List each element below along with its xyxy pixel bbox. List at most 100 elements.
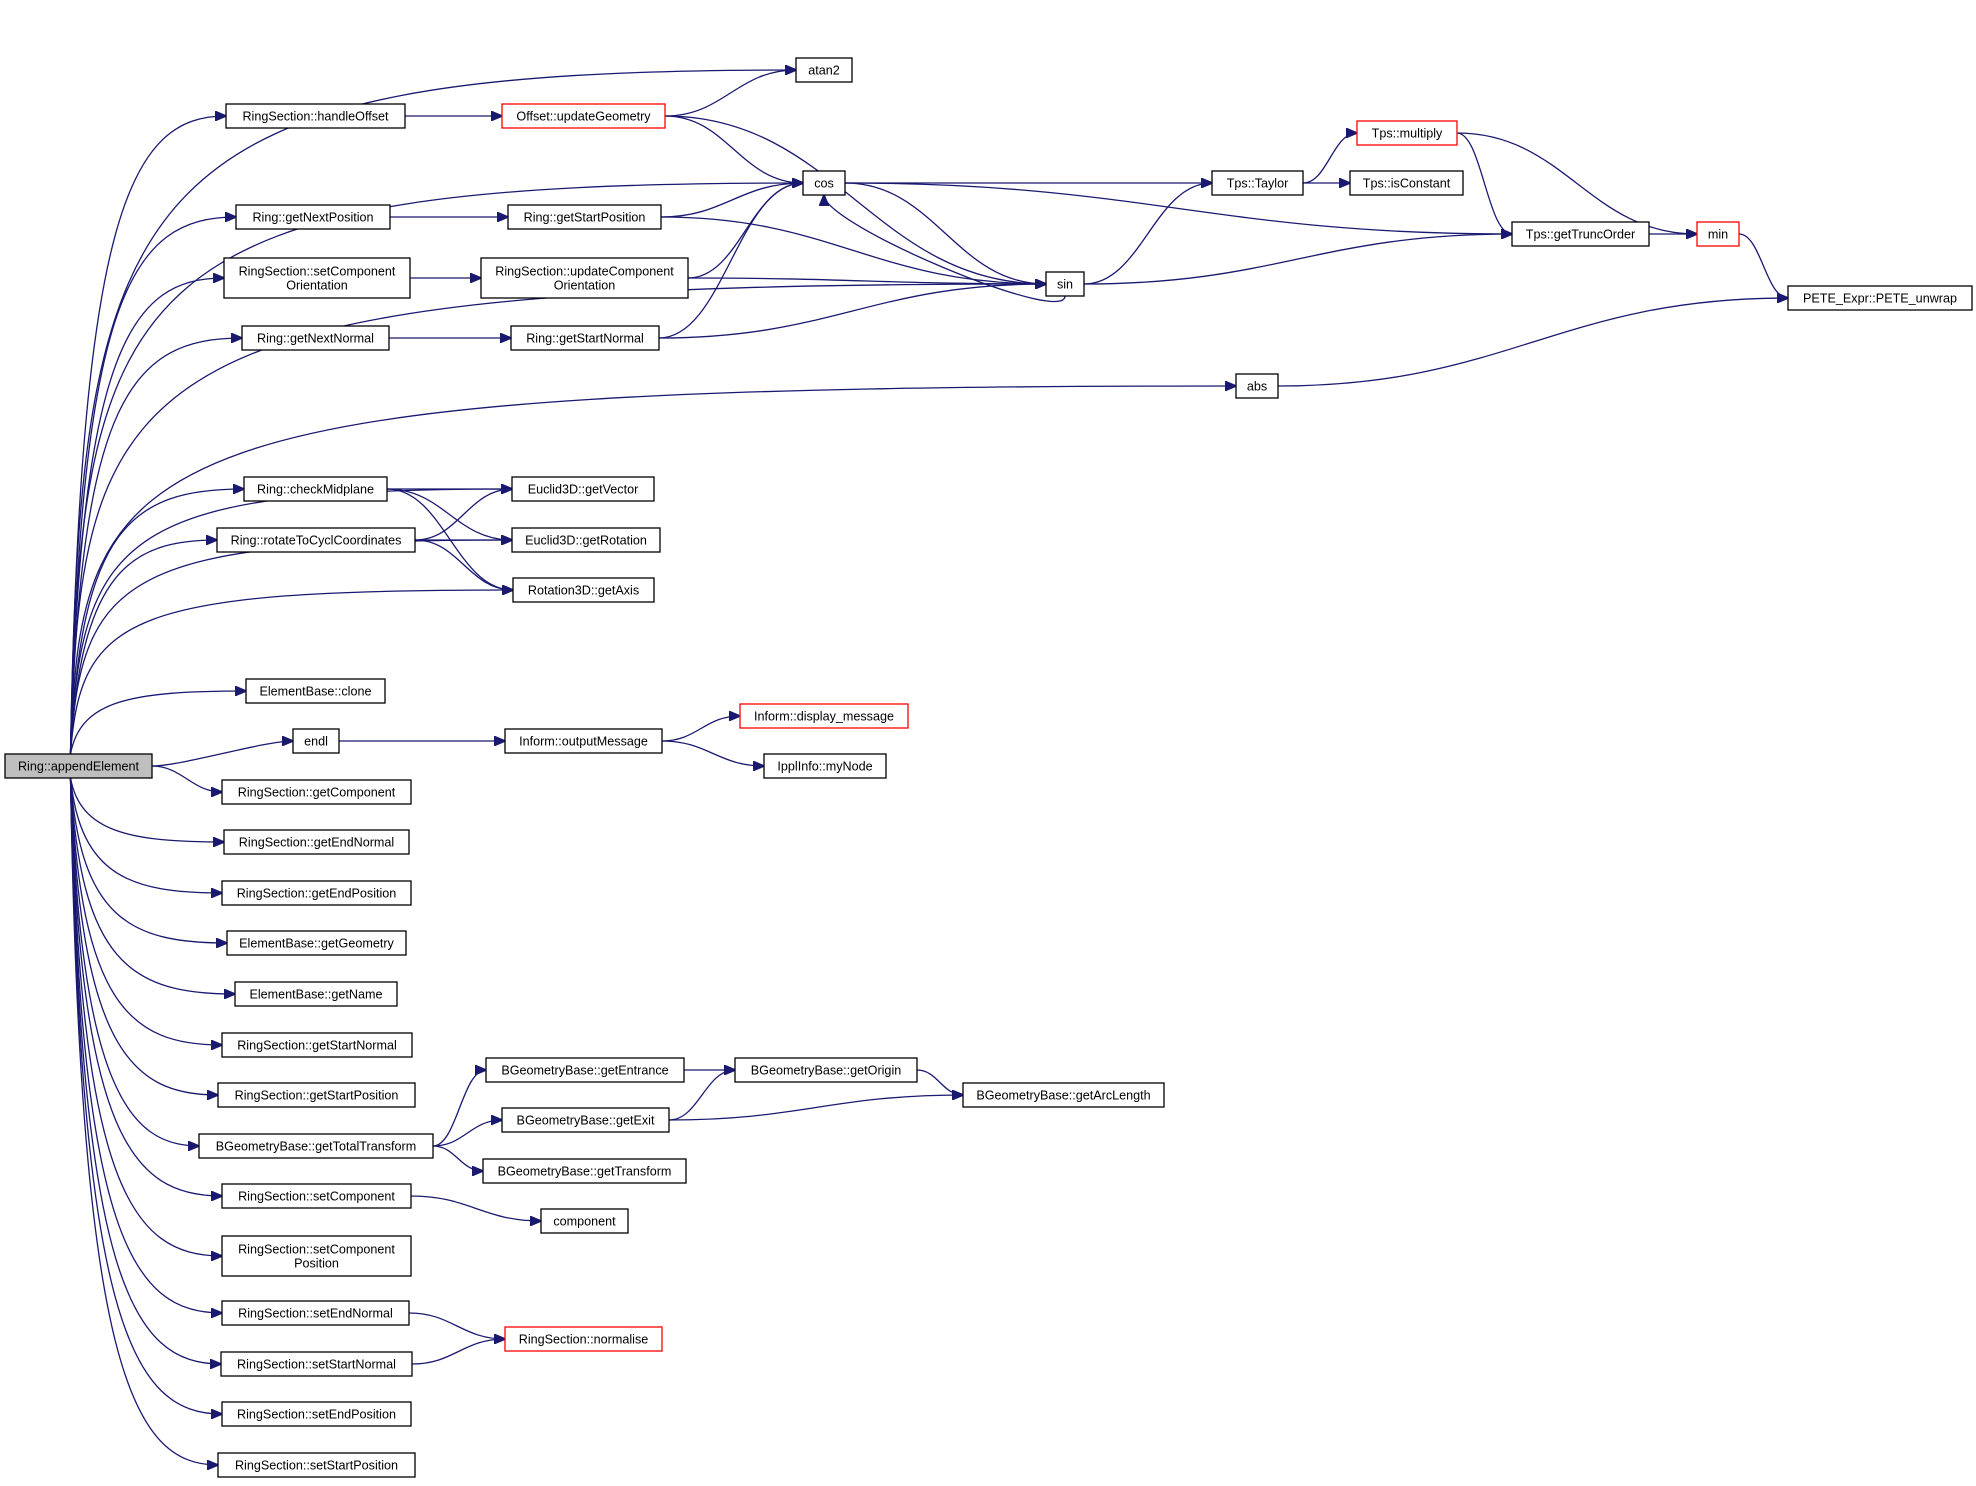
- edge-abs-to-pete: [1277, 298, 1788, 387]
- edge-cos-to-sin: [844, 182, 1046, 284]
- node-bgTransform[interactable]: BGeometryBase::getTransform: [482, 1158, 687, 1184]
- node-label: RingSection::getEndPosition: [237, 887, 397, 901]
- edge-bgTotal-to-bgExit: [432, 1120, 502, 1147]
- edge-setEndNorm-to-rsNormalise: [408, 1312, 505, 1339]
- node-box: [241, 325, 390, 351]
- node-tpsTrunc[interactable]: Tps::getTruncOrder: [1511, 221, 1650, 247]
- node-label: RingSection::updateComponent: [495, 265, 674, 279]
- node-label: BGeometryBase::getTransform: [498, 1165, 672, 1179]
- edge-offsetUpd-to-sin: [664, 115, 1046, 284]
- node-label: Ring::getStartNormal: [526, 332, 644, 346]
- edge-sin-to-cos: [824, 195, 1066, 303]
- node-ringStartPos[interactable]: Ring::getStartPosition: [507, 204, 662, 230]
- edge-tpsMult-to-tpsTrunc: [1456, 132, 1512, 234]
- node-box: [802, 170, 846, 196]
- node-label: ElementBase::clone: [259, 685, 371, 699]
- node-box: [221, 1183, 412, 1209]
- edge-bgExit-to-bgOrigin: [668, 1070, 735, 1121]
- node-label: IpplInfo::myNode: [777, 760, 872, 774]
- node-box: [512, 577, 655, 603]
- node-setEndNorm[interactable]: RingSection::setEndNormal: [221, 1300, 410, 1326]
- node-component[interactable]: component: [540, 1208, 629, 1234]
- node-bgTotal[interactable]: BGeometryBase::getTotalTransform: [198, 1133, 434, 1159]
- node-getStartPos[interactable]: RingSection::getStartPosition: [217, 1082, 416, 1108]
- node-label: component: [553, 1215, 616, 1229]
- edge-informOut-to-ipplNode: [661, 740, 764, 766]
- node-nextPos[interactable]: Ring::getNextPosition: [235, 204, 391, 230]
- node-setStartNorm[interactable]: RingSection::setStartNormal: [220, 1351, 413, 1377]
- node-endl[interactable]: endl: [292, 728, 340, 754]
- node-box: [221, 1235, 412, 1277]
- edge-append-to-endl: [151, 741, 293, 767]
- node-abs[interactable]: abs: [1235, 373, 1279, 399]
- node-label: Rotation3D::getAxis: [528, 584, 639, 598]
- node-setEndPos[interactable]: RingSection::setEndPosition: [221, 1401, 412, 1427]
- node-label: Ring::getStartPosition: [524, 211, 646, 225]
- node-offsetUpd[interactable]: Offset::updateGeometry: [501, 103, 666, 129]
- edge-rotCycl-to-r3Axis: [414, 539, 513, 590]
- node-bgEntrance[interactable]: BGeometryBase::getEntrance: [485, 1057, 685, 1083]
- node-e3Rot[interactable]: Euclid3D::getRotation: [511, 527, 661, 553]
- edge-bgOrigin-to-bgArc: [916, 1069, 963, 1095]
- node-label: Tps::multiply: [1372, 127, 1443, 141]
- edge-append-to-r3Axis: [69, 590, 514, 755]
- node-r3Axis[interactable]: Rotation3D::getAxis: [512, 577, 655, 603]
- node-rotCycl[interactable]: Ring::rotateToCyclCoordinates: [216, 527, 416, 553]
- node-tpsConst[interactable]: Tps::isConstant: [1349, 170, 1464, 196]
- node-box: [795, 57, 853, 83]
- node-cos[interactable]: cos: [802, 170, 846, 196]
- node-ringStartNorm[interactable]: Ring::getStartNormal: [510, 325, 660, 351]
- node-getComp[interactable]: RingSection::getComponent: [221, 779, 412, 805]
- edge-append-to-bgTotal: [69, 777, 200, 1146]
- edge-append-to-setComp: [69, 777, 223, 1196]
- edge-offsetUpd-to-cos: [664, 115, 803, 183]
- node-ebClone[interactable]: ElementBase::clone: [245, 678, 386, 704]
- edge-checkMid-to-e3Rot: [386, 488, 512, 540]
- call-edges: [69, 70, 1789, 1465]
- node-tpsTaylor[interactable]: Tps::Taylor: [1211, 170, 1304, 196]
- node-rsNormalise[interactable]: RingSection::normalise: [504, 1326, 663, 1352]
- node-label: sin: [1057, 278, 1073, 292]
- node-setComp[interactable]: RingSection::setComponent: [221, 1183, 412, 1209]
- node-label: Tps::isConstant: [1363, 177, 1451, 191]
- node-ipplNode[interactable]: IpplInfo::myNode: [763, 753, 887, 779]
- node-checkMid[interactable]: Ring::checkMidplane: [243, 476, 388, 502]
- node-atan2[interactable]: atan2: [795, 57, 853, 83]
- node-setStartPos[interactable]: RingSection::setStartPosition: [217, 1452, 416, 1478]
- node-handleOffset[interactable]: RingSection::handleOffset: [225, 103, 406, 129]
- node-label: BGeometryBase::getEntrance: [501, 1064, 668, 1078]
- node-label: Inform::outputMessage: [519, 735, 648, 749]
- node-ebName[interactable]: ElementBase::getName: [234, 981, 398, 1007]
- edge-min-to-pete: [1738, 233, 1788, 298]
- node-sin[interactable]: sin: [1045, 271, 1085, 297]
- node-pete[interactable]: PETE_Expr::PETE_unwrap: [1787, 285, 1973, 311]
- node-label: Inform::display_message: [754, 710, 894, 724]
- node-getStartNorm[interactable]: RingSection::getStartNormal: [221, 1032, 413, 1058]
- node-min[interactable]: min: [1696, 221, 1740, 247]
- node-getEndNorm[interactable]: RingSection::getEndNormal: [223, 829, 410, 855]
- node-e3Vec[interactable]: Euclid3D::getVector: [511, 476, 655, 502]
- node-informOut[interactable]: Inform::outputMessage: [504, 728, 663, 754]
- node-append[interactable]: Ring::appendElement: [4, 753, 153, 779]
- edge-setComp-to-component: [410, 1195, 541, 1221]
- node-label: RingSection::setEndNormal: [238, 1307, 393, 1321]
- edge-append-to-ebGeom: [69, 777, 228, 943]
- node-ebGeom[interactable]: ElementBase::getGeometry: [226, 930, 407, 956]
- node-label: Tps::Taylor: [1227, 177, 1289, 191]
- node-tpsMult[interactable]: Tps::multiply: [1356, 120, 1458, 146]
- edge-append-to-sin: [69, 284, 1047, 755]
- node-getEndPos[interactable]: RingSection::getEndPosition: [221, 880, 412, 906]
- node-box: [504, 1326, 663, 1352]
- node-box: [220, 1351, 413, 1377]
- node-informDisp[interactable]: Inform::display_message: [739, 703, 909, 729]
- node-label: Position: [294, 1257, 339, 1271]
- node-nextNorm[interactable]: Ring::getNextNormal: [241, 325, 390, 351]
- node-bgOrigin[interactable]: BGeometryBase::getOrigin: [734, 1057, 918, 1083]
- node-box: [1045, 271, 1085, 297]
- node-label: Ring::appendElement: [18, 760, 140, 774]
- node-bgExit[interactable]: BGeometryBase::getExit: [501, 1107, 670, 1133]
- node-bgArc[interactable]: BGeometryBase::getArcLength: [962, 1082, 1165, 1108]
